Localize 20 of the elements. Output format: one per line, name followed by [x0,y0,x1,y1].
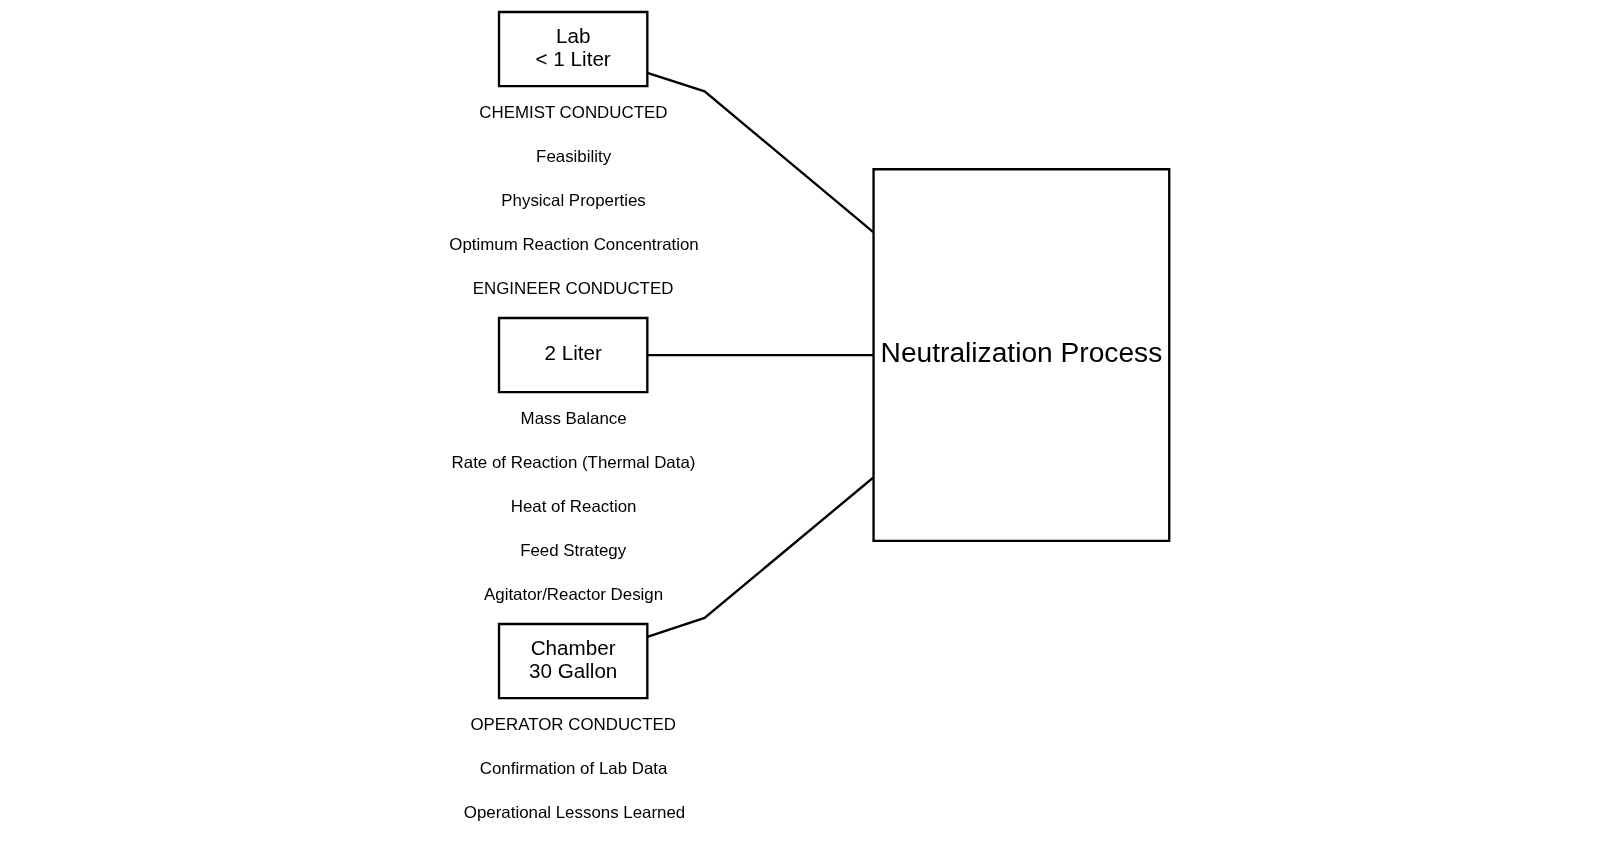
label: CHEMIST CONDUCTED [479,102,668,122]
label: Optimum Reaction Concentration [449,235,699,255]
node-box: Lab < 1 Liter [497,10,649,88]
connector [647,71,874,233]
node-box: 2 Liter [497,316,649,394]
node-box: Neutralization Process [872,168,1171,543]
label: ENGINEER CONDUCTED [472,279,674,299]
node-box: Chamber 30 Gallon [497,622,649,700]
label: Confirmation of Lab Data [479,759,668,779]
label: Operational Lessons Learned [463,803,686,823]
connector [647,353,874,357]
label: Agitator/Reactor Design [484,585,664,605]
connector [647,476,874,638]
label: Feed Strategy [520,541,627,561]
label: Feasibility [536,147,612,167]
label: Rate of Reaction (Thermal Data) [451,453,696,473]
label: OPERATOR CONDUCTED [470,715,677,734]
label: Mass Balance [520,408,627,428]
label: Physical Properties [501,191,646,211]
label: Heat of Reaction [510,497,637,517]
